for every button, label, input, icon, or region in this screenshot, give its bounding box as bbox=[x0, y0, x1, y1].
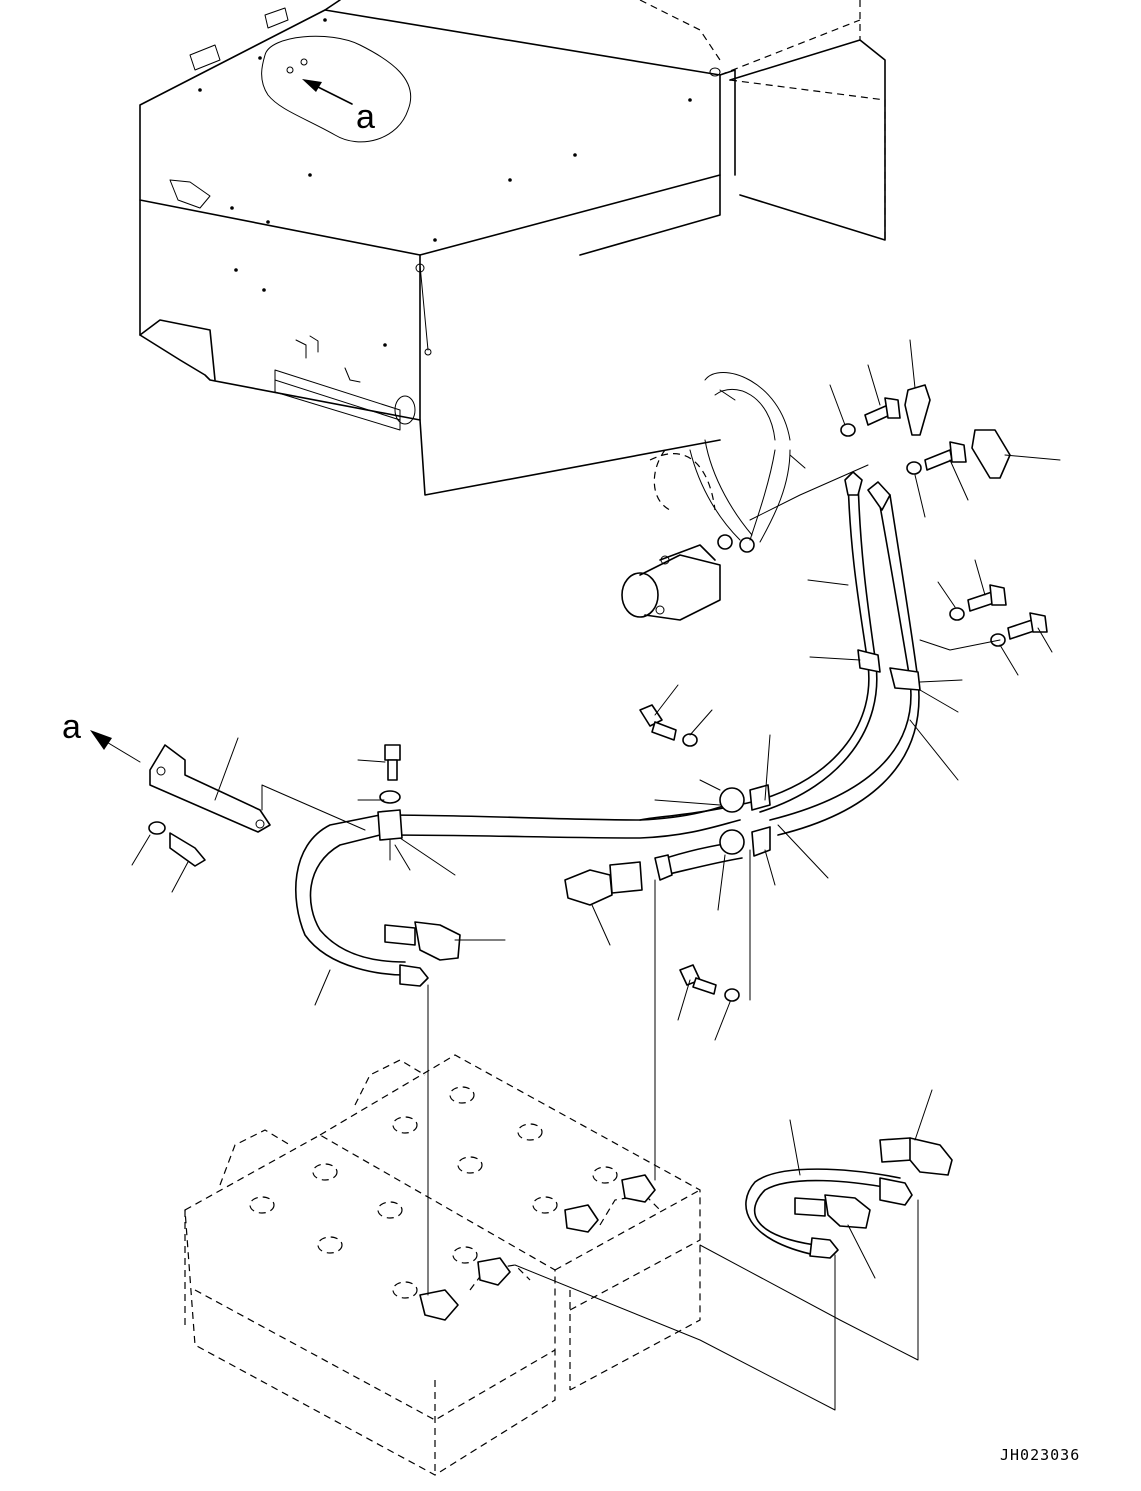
detail-a-label: a bbox=[62, 708, 81, 746]
disconnect-switch bbox=[621, 372, 806, 621]
leader-lines bbox=[131, 339, 1061, 1279]
upper-cables bbox=[639, 471, 921, 836]
mounting-bracket: a bbox=[62, 708, 271, 867]
battery-cover: a bbox=[139, 0, 886, 496]
jumper-cable bbox=[745, 1168, 913, 1259]
guide-lines bbox=[261, 464, 1001, 1411]
view-a-label: a bbox=[356, 98, 375, 136]
batteries bbox=[184, 1054, 701, 1476]
main-cables bbox=[295, 784, 771, 987]
drawing-code: JH023036 bbox=[1000, 1446, 1080, 1464]
hardware bbox=[379, 384, 1048, 1002]
terminal-boots bbox=[384, 861, 953, 1229]
